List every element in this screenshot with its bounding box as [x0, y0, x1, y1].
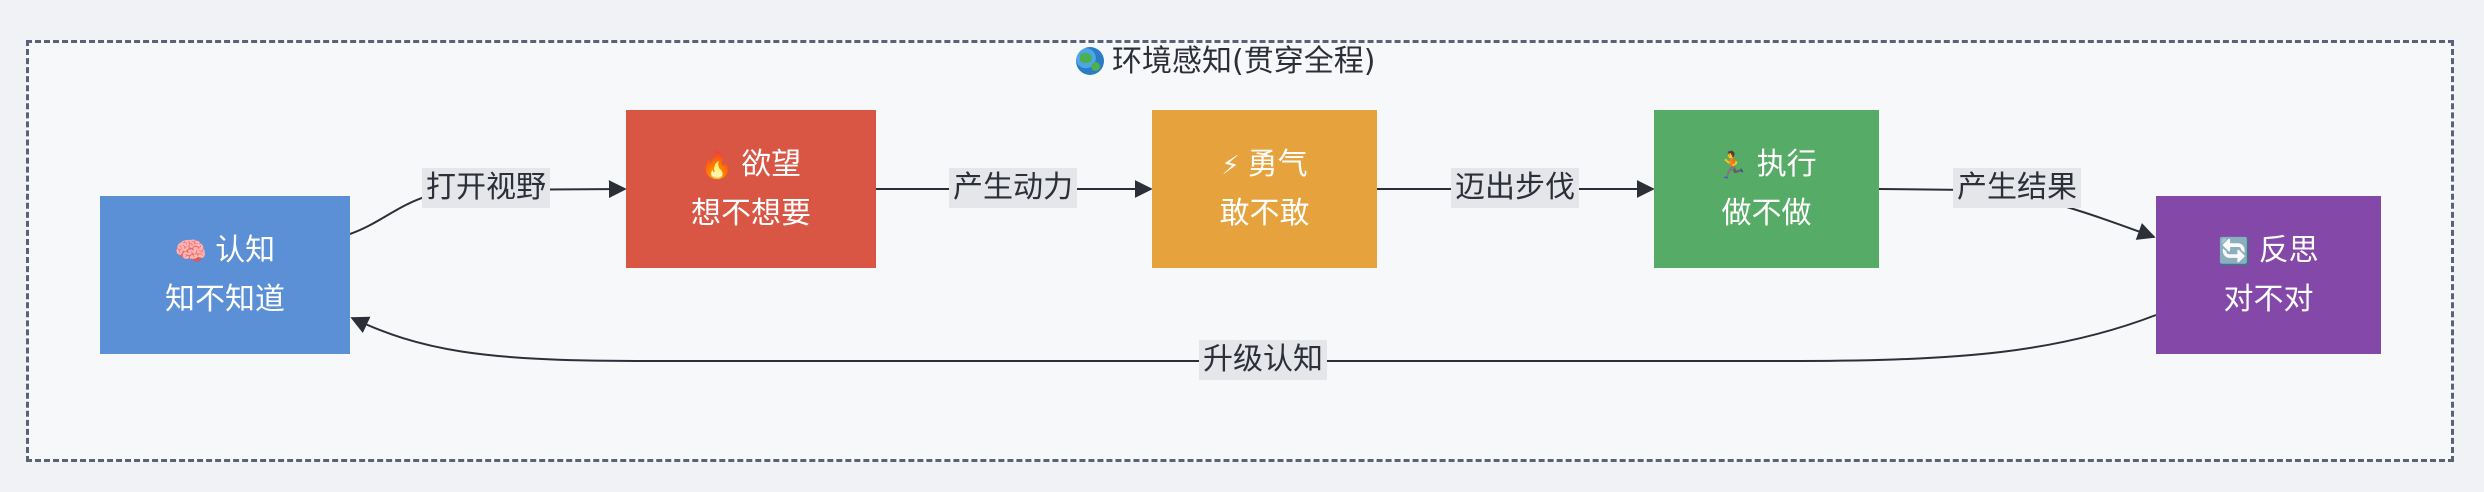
node-subtitle: 对不对	[2223, 281, 2314, 317]
node-title: 欲望	[741, 146, 802, 182]
node-title: 认知	[215, 232, 276, 268]
node-title: 执行	[1756, 146, 1817, 182]
globe-icon	[1076, 47, 1104, 75]
edge-label-open-vision: 打开视野	[422, 168, 550, 208]
frame-title-text: 环境感知(贯穿全程)	[1112, 44, 1376, 79]
lightning-icon: ⚡	[1221, 150, 1240, 181]
node-cognition[interactable]: 🧠认知 知不知道	[100, 196, 350, 354]
edge-reflection-cognition	[350, 314, 2157, 362]
brain-icon: 🧠	[174, 236, 208, 267]
edge-label-motivation: 产生动力	[949, 168, 1077, 208]
node-subtitle: 想不想要	[691, 195, 811, 231]
node-courage[interactable]: ⚡勇气 敢不敢	[1152, 110, 1377, 268]
node-action[interactable]: 🏃执行 做不做	[1654, 110, 1879, 268]
node-subtitle: 敢不敢	[1219, 195, 1310, 231]
node-title: 勇气	[1247, 146, 1308, 182]
cycle-icon: 🔄	[2218, 236, 2251, 267]
fire-icon: 🔥	[700, 150, 734, 181]
node-subtitle: 做不做	[1721, 195, 1812, 231]
edge-label-upgrade-cognition: 升级认知	[1199, 340, 1327, 380]
node-title: 反思	[2258, 232, 2319, 268]
frame-title: 环境感知(贯穿全程)	[1076, 44, 1375, 80]
runner-icon: 🏃	[1716, 150, 1749, 181]
edge-label-result: 产生结果	[1953, 168, 2081, 208]
node-reflection[interactable]: 🔄反思 对不对	[2156, 196, 2381, 354]
node-desire[interactable]: 🔥欲望 想不想要	[626, 110, 876, 268]
node-subtitle: 知不知道	[165, 281, 285, 317]
edge-label-take-step: 迈出步伐	[1451, 168, 1579, 208]
